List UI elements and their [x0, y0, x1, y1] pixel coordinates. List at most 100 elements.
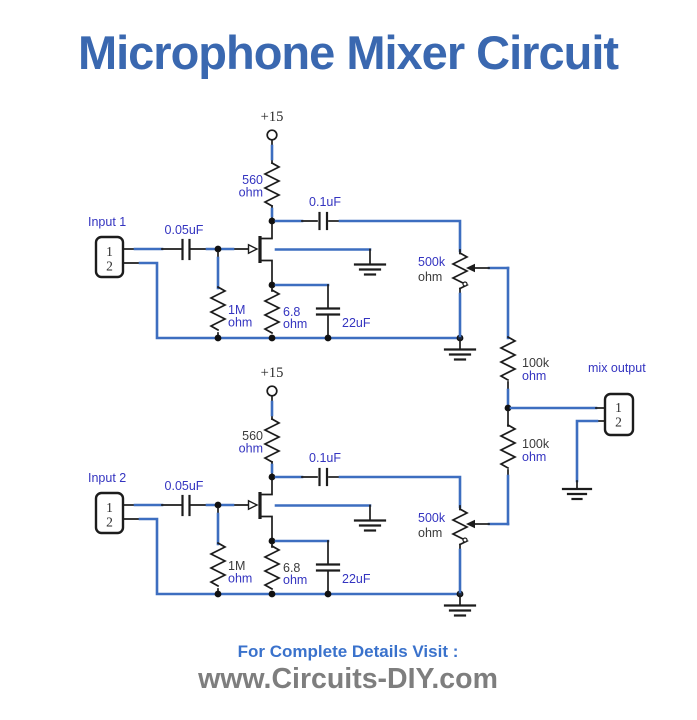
supply-label: +15 — [261, 109, 284, 125]
gate-arrow — [247, 243, 259, 255]
resistor-value: 560 — [242, 429, 263, 443]
connector-pin2-number: 2 — [106, 515, 113, 530]
junction-rail-2 — [268, 590, 276, 598]
junction-rail-2 — [268, 334, 276, 342]
supply-terminal-1: +15 — [261, 109, 284, 164]
resistor-unit: ohm — [239, 186, 263, 200]
page-title: Microphone Mixer Circuit — [78, 26, 619, 79]
junction-drain — [268, 473, 276, 481]
jfet-transistor-1 — [247, 221, 273, 286]
bypass-capacitor-22uF-2: 22uF — [315, 540, 371, 595]
mix-resistor-100k-1: 100k ohm — [499, 335, 550, 393]
capacitor-value: 22uF — [342, 316, 371, 330]
bypass-capacitor-22uF-1: 22uF — [315, 284, 371, 339]
resistor-unit: ohm — [228, 316, 252, 330]
ground-symbol-pot-2 — [443, 593, 477, 617]
footer-website-text: www.Circuits-DIY.com — [197, 663, 498, 695]
output-label: mix output — [588, 361, 646, 375]
wire-to-pot-top — [338, 475, 462, 509]
input-coupling-capacitor-1: 0.05uF — [165, 223, 204, 261]
connector-pin1-number: 1 — [615, 400, 622, 415]
junction-sum-node — [504, 404, 512, 412]
ground-symbol-right-2 — [353, 504, 387, 532]
connector-pin2-number: 2 — [106, 259, 113, 274]
source-resistor-6.8-1: 6.8 ohm — [263, 287, 307, 339]
ground-symbol-output — [561, 480, 593, 501]
supply-pin-circle — [266, 129, 278, 141]
stage-2: +15 560 ohm Input 2 1 2 0.05uF — [88, 365, 510, 617]
resistor-unit: ohm — [522, 369, 546, 383]
pot-marker — [462, 281, 468, 287]
connector-pin1-number: 1 — [106, 500, 113, 515]
junction-source — [268, 281, 276, 289]
input-2-connector: Input 2 1 2 — [88, 471, 141, 535]
junction-drain — [268, 217, 276, 225]
resistor-unit: ohm — [522, 450, 546, 464]
connector-body — [603, 392, 635, 437]
resistor-value: 1M — [228, 559, 245, 573]
input-label: Input 1 — [88, 215, 126, 229]
stage-1: +15 560 ohm Input 1 1 2 0.05uF — [88, 109, 510, 361]
wiper-arrow — [466, 263, 475, 273]
capacitor-value: 0.1uF — [309, 195, 341, 209]
resistor-value: 1M — [228, 303, 245, 317]
supply-label: +15 — [261, 365, 284, 381]
connector-pin2-number: 2 — [615, 415, 622, 430]
junction-source — [268, 537, 276, 545]
junction-rail-1 — [214, 590, 222, 598]
wire-output-pin2-ground — [575, 419, 599, 483]
wire-ground-rail — [138, 517, 462, 596]
gate-resistor-1M-2: 1M ohm — [209, 507, 252, 595]
resistor-value: 560 — [242, 173, 263, 187]
resistor-unit: ohm — [283, 317, 307, 331]
input-label: Input 2 — [88, 471, 126, 485]
jfet-transistor-2 — [247, 477, 273, 542]
gate-resistor-1M-1: 1M ohm — [209, 251, 252, 339]
connector-pin1-number: 1 — [106, 244, 113, 259]
junction-rail-1 — [214, 334, 222, 342]
pot-unit: ohm — [418, 526, 442, 540]
connector-body — [94, 235, 125, 279]
source-resistor-6.8-2: 6.8 ohm — [263, 543, 307, 595]
resistor-value: 6.8 — [283, 561, 300, 575]
supply-pin-circle — [266, 385, 278, 397]
level-potentiometer-500k-2: 500k ohm — [418, 505, 510, 554]
drain-resistor-560-2: 560 ohm — [239, 417, 281, 478]
output-capacitor-0.1uF-2: 0.1uF — [309, 451, 341, 487]
connector-body — [94, 491, 125, 535]
ground-symbol-pot-1 — [443, 337, 477, 361]
gate-arrow — [247, 499, 259, 511]
wiper-arrow — [466, 519, 475, 529]
junction-rail-3 — [324, 334, 332, 342]
wire-to-pot-top — [338, 219, 462, 253]
mix-resistor-100k-2: 100k ohm — [499, 423, 550, 479]
pot-value: 500k — [418, 511, 446, 525]
capacitor-value: 0.05uF — [165, 223, 204, 237]
junction-gate — [214, 501, 222, 509]
drain-resistor-560-1: 560 ohm — [239, 161, 281, 222]
ground-symbol-right-1 — [353, 248, 387, 276]
mix-output-connector: mix output 1 2 — [588, 361, 646, 437]
mixing-bus: 100k ohm 100k ohm mix output 1 2 — [499, 266, 646, 526]
junction-rail-3 — [324, 590, 332, 598]
resistor-unit: ohm — [283, 573, 307, 587]
resistor-unit: ohm — [239, 442, 263, 456]
resistor-value: 100k — [522, 437, 550, 451]
level-potentiometer-500k-1: 500k ohm — [418, 249, 510, 298]
resistor-unit: ohm — [228, 572, 252, 586]
input-coupling-capacitor-2: 0.05uF — [165, 479, 204, 517]
junction-gate — [214, 245, 222, 253]
footer-visit-text: For Complete Details Visit : — [238, 642, 459, 661]
capacitor-value: 22uF — [342, 572, 371, 586]
wire-ground-rail — [138, 261, 462, 340]
capacitor-value: 0.1uF — [309, 451, 341, 465]
pot-marker — [462, 537, 468, 543]
resistor-value: 100k — [522, 356, 550, 370]
capacitor-value: 0.05uF — [165, 479, 204, 493]
output-capacitor-0.1uF-1: 0.1uF — [309, 195, 341, 231]
pot-unit: ohm — [418, 270, 442, 284]
resistor-value: 6.8 — [283, 305, 300, 319]
input-1-connector: Input 1 1 2 — [88, 215, 141, 279]
